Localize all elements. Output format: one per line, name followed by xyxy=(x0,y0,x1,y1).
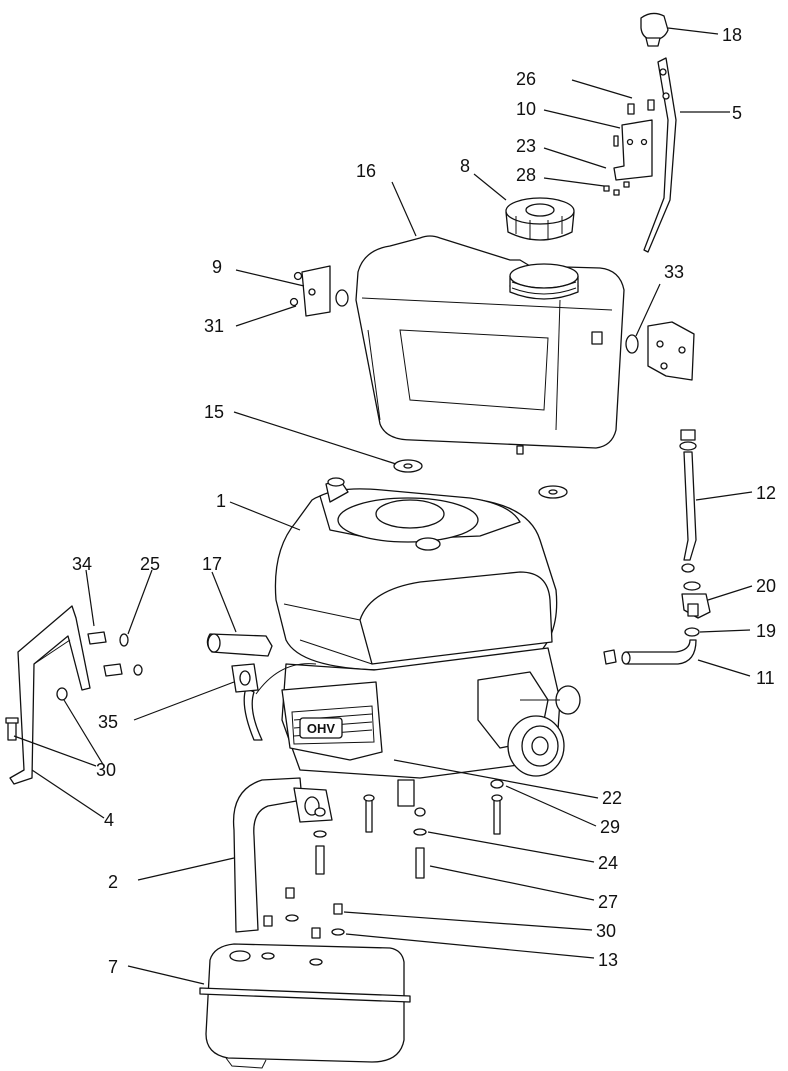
fuel-tank-part xyxy=(355,235,625,455)
callout-c4: 4 xyxy=(104,810,114,830)
callout-c34: 34 xyxy=(72,554,92,574)
engine-part: OHV xyxy=(243,477,581,807)
muffler-part xyxy=(199,943,411,1069)
bolt-17-part xyxy=(206,633,273,657)
callout-c18: 18 xyxy=(722,25,742,45)
tank-bracket-right-part xyxy=(625,321,695,381)
leader-lines xyxy=(13,27,753,985)
callout-c33: 33 xyxy=(664,262,684,282)
callout-c12: 12 xyxy=(756,483,776,503)
callout-c16: 16 xyxy=(356,161,376,181)
fuel-cap-part xyxy=(505,197,575,241)
callout-c25: 25 xyxy=(140,554,160,574)
callout-c1: 1 xyxy=(216,491,226,511)
callout-c17: 17 xyxy=(202,554,222,574)
callout-c2: 2 xyxy=(108,872,118,892)
callout-c28: 28 xyxy=(516,165,536,185)
callout-c20: 20 xyxy=(756,576,776,596)
callout-c24: 24 xyxy=(598,853,618,873)
callout-c8: 8 xyxy=(460,156,470,176)
callout-c13: 13 xyxy=(598,950,618,970)
callout-c10: 10 xyxy=(516,99,536,119)
callout-c9: 9 xyxy=(212,257,222,277)
callout-c19: 19 xyxy=(756,621,776,641)
callout-c7: 7 xyxy=(108,957,118,977)
callout-c35: 35 xyxy=(98,712,118,732)
fasteners-left-part xyxy=(5,631,143,741)
hardware-lower-part xyxy=(263,779,504,939)
washers-15-part xyxy=(393,459,568,499)
callout-c31: 31 xyxy=(204,316,224,336)
gasket-35-part xyxy=(231,663,259,693)
callout-c23: 23 xyxy=(516,136,536,156)
callout-c26: 26 xyxy=(516,69,536,89)
callout-c29: 29 xyxy=(600,817,620,837)
callout-c11: 11 xyxy=(756,668,775,688)
knob-part xyxy=(640,12,669,47)
throttle-lever-part xyxy=(643,57,677,253)
callout-c30b: 30 xyxy=(596,921,616,941)
callout-c27: 27 xyxy=(598,892,618,912)
fuel-line-12-part xyxy=(679,429,697,573)
screws-28-part xyxy=(603,181,630,196)
callout-c30a: 30 xyxy=(96,760,116,780)
callout-c15: 15 xyxy=(204,402,224,422)
heat-shield-part xyxy=(9,605,91,785)
tank-bracket-left-part xyxy=(289,265,349,317)
callout-c22: 22 xyxy=(602,788,622,808)
fuel-line-11-part xyxy=(603,627,700,665)
bracket-part xyxy=(613,99,655,181)
callout-c5: 5 xyxy=(732,103,742,123)
fuel-filter-part xyxy=(681,581,711,619)
engine-badge-text: OHV xyxy=(307,721,336,736)
